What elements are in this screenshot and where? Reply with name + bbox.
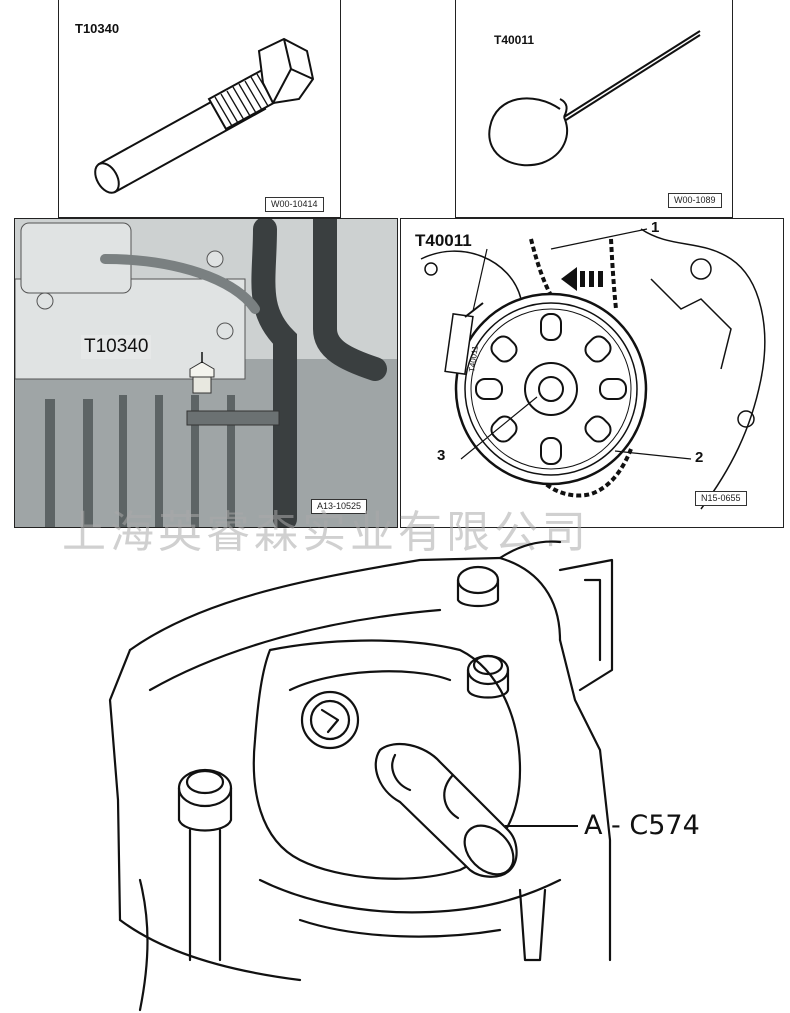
company-watermark: 上海英睿森实业有限公司 [62, 507, 590, 558]
crank-callout-3: 3 [437, 447, 446, 464]
t10340-figure-code: W00-10414 [265, 197, 324, 212]
engine-photo-panel: T10340 A13-10525 [14, 218, 398, 528]
cylinder-head-line-drawing [108, 540, 614, 1012]
crank-pulley-panel: T40011 T40011 1 2 3 N15-0655 [400, 218, 784, 528]
t10340-label: T10340 [75, 21, 120, 36]
engine-t10340-callout: T10340 [81, 335, 152, 359]
crank-figure-code: N15-0655 [695, 491, 747, 506]
crank-callout-1: 1 [651, 219, 660, 236]
c574-drawing-panel: A - C574 [0, 540, 790, 1013]
engine-figure-code: A13-10525 [311, 499, 368, 514]
engine-block-illustration [15, 219, 397, 527]
t10340-pin-drawing [94, 37, 315, 194]
tool-panel-t10340: T10340 W00-10414 [58, 0, 341, 218]
c574-callout: A - C574 [584, 810, 700, 841]
t40011-label: T40011 [494, 33, 535, 47]
crank-callout-2: 2 [695, 449, 704, 466]
t40011-pin-drawing [488, 30, 701, 167]
tool-panel-t40011: T40011 W00-1089 [455, 0, 733, 218]
crank-pulley-illustration: T40011 [420, 228, 766, 510]
t40011-tag-text: T40011 [467, 345, 480, 373]
crank-t40011-callout: T40011 [415, 231, 472, 250]
t40011-figure-code: W00-1089 [668, 193, 722, 208]
